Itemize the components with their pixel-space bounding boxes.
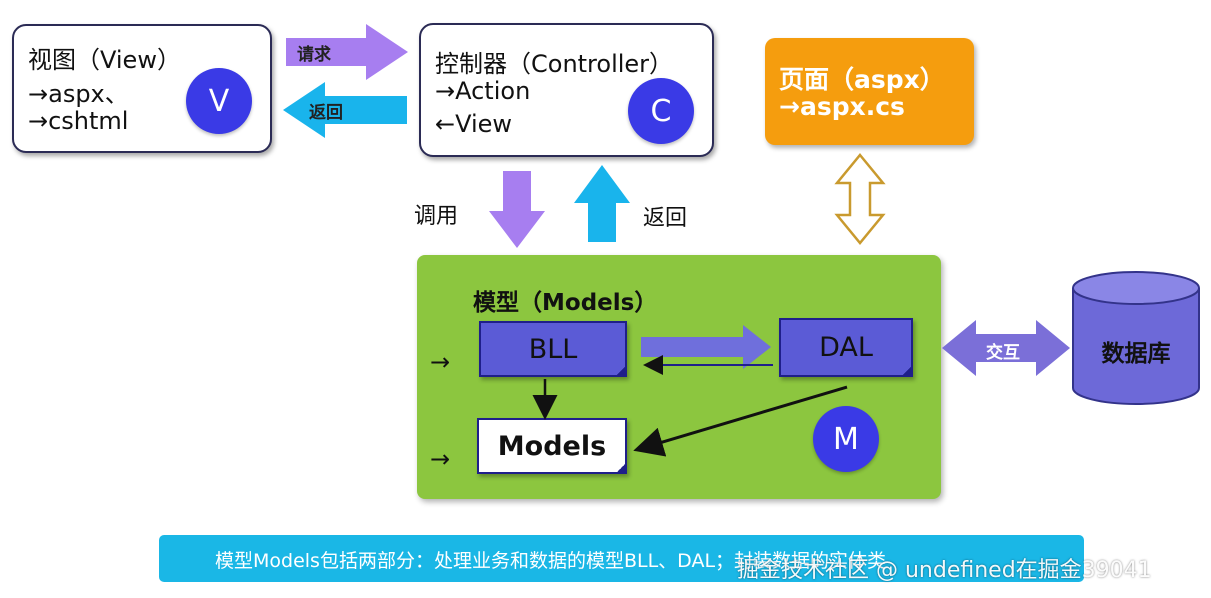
request-label: 请求 — [297, 45, 331, 65]
database-icon — [1072, 271, 1200, 405]
view-badge: V — [186, 68, 252, 134]
return-label-top: 返回 — [309, 103, 343, 123]
marker-arrow-bll: → — [430, 348, 451, 376]
summary-note-text: 模型Models包括两部分：处理业务和数据的模型BLL、DAL；封装数据的实体类 — [215, 550, 887, 572]
dal-box: DAL — [779, 318, 913, 377]
controller-badge: C — [628, 78, 694, 144]
view-line-cshtml: →cshtml — [28, 107, 129, 135]
models-panel-title: 模型（Models） — [473, 290, 658, 316]
call-label: 调用 — [414, 204, 459, 229]
database-label: 数据库 — [1101, 341, 1171, 367]
controller-line-view: ←View — [435, 110, 513, 138]
marker-arrow-models: → — [430, 445, 451, 473]
dal-label: DAL — [819, 332, 873, 363]
return-label-mid: 返回 — [643, 206, 688, 231]
models-internal-arrows — [532, 325, 848, 457]
return-arrow-up — [574, 165, 630, 242]
page-title: 页面（aspx） — [779, 65, 945, 94]
page-line-cs: →aspx.cs — [779, 92, 905, 121]
return-arrow-left — [283, 82, 407, 138]
interact-double-arrow — [942, 320, 1070, 376]
controller-line-action: →Action — [435, 77, 531, 105]
view-box: 视图（View） →aspx、 →cshtml V — [12, 24, 272, 153]
models-entity-box: Models — [477, 418, 627, 474]
call-arrow-down — [489, 171, 545, 248]
controller-box: 控制器（Controller） →Action ←View C — [419, 23, 714, 157]
view-title: 视图（View） — [28, 46, 181, 74]
dal-fold — [901, 365, 913, 377]
database-cylinder: 数据库 — [1071, 270, 1201, 406]
view-line-aspx: →aspx、 — [28, 80, 129, 108]
bll-fold — [615, 365, 627, 377]
models-entity-label: Models — [497, 430, 607, 462]
interact-label: 交互 — [986, 343, 1020, 363]
page-models-double-arrow — [834, 153, 886, 245]
page-box: 页面（aspx） →aspx.cs — [765, 38, 974, 145]
request-arrow — [286, 24, 408, 80]
controller-title: 控制器（Controller） — [435, 50, 674, 78]
summary-note: 模型Models包括两部分：处理业务和数据的模型BLL、DAL；封装数据的实体类 — [159, 535, 1084, 582]
models-entity-fold — [615, 462, 627, 474]
bll-label: BLL — [528, 333, 578, 365]
watermark: 掘金技术社区 @ undefined在掘金39041 — [737, 558, 1152, 583]
models-panel: 模型（Models） → → BLL DAL Models M — [417, 255, 941, 499]
models-badge: M — [813, 406, 879, 472]
bll-box: BLL — [479, 321, 627, 377]
